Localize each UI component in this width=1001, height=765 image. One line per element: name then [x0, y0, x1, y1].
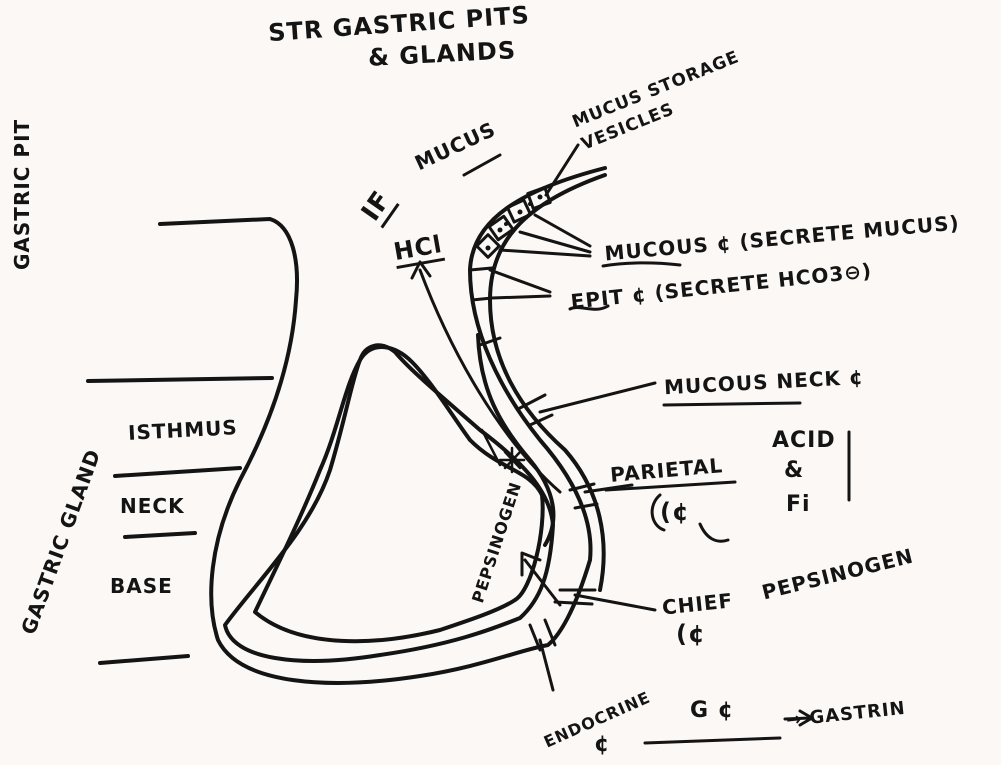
title-line-2: & GLANDS — [367, 38, 516, 70]
label-chief-cell: (¢ — [676, 622, 706, 646]
label-and: & — [784, 460, 804, 482]
label-neck: NECK — [120, 496, 185, 516]
label-parietal-cell: (¢ — [660, 500, 690, 524]
label-base: BASE — [110, 576, 173, 596]
label-gastric-pit: GASTRIC PIT — [12, 150, 32, 270]
gland-lumen-wall — [255, 347, 543, 641]
label-isthmus: ISTHMUS — [128, 417, 239, 443]
parietal-tail — [700, 524, 728, 541]
label-acid: ACID — [772, 430, 836, 452]
label-g-cell: G ¢ — [690, 700, 734, 722]
label-fi: Fi — [786, 494, 811, 516]
label-endocrine-cell: ¢ — [594, 734, 610, 756]
